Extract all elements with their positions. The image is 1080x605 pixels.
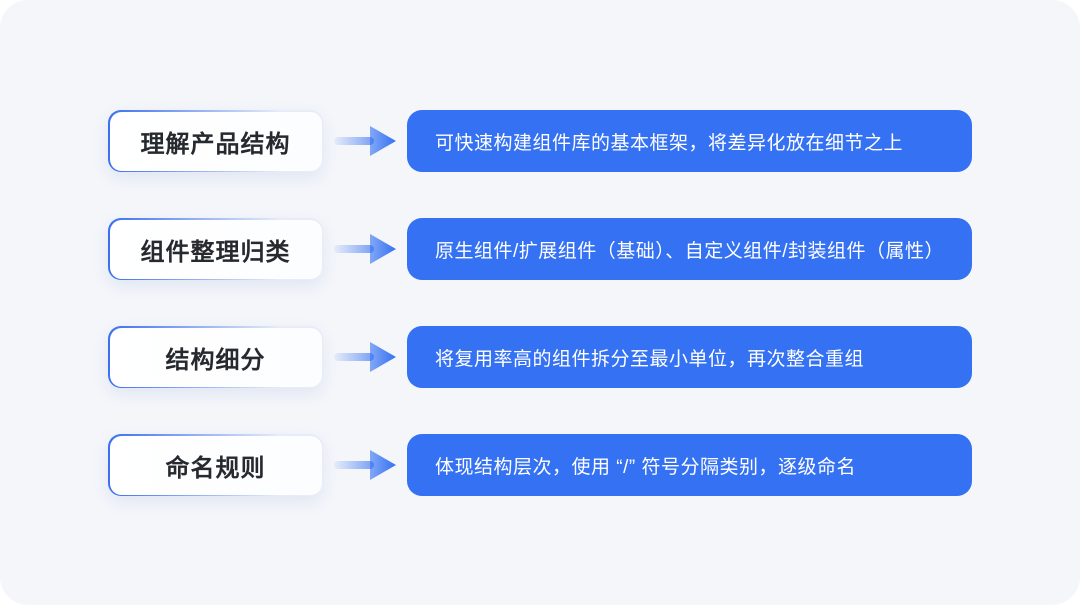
diagram-row-4: 命名规则 体现结构层次，使用 “/” 符号分隔类别，逐级命名 [0,434,1080,496]
description-text: 将复用率高的组件拆分至最小单位，再次整合重组 [435,348,865,370]
description-text: 可快速构建组件库的基本框架，将差异化放在细节之上 [435,132,904,154]
step-pill-inner: 理解产品结构 [109,111,322,171]
arrow-wrap [323,110,407,172]
diagram-row-3: 结构细分 将复用率高的组件拆分至最小单位，再次整合重组 [0,326,1080,388]
step-pill-1: 理解产品结构 [108,110,323,172]
diagram-row-2: 组件整理归类 原生组件/扩展组件（基础）、自定义组件/封装组件（属性） [0,218,1080,280]
arrow-right-icon [334,234,396,264]
arrow-right-icon [334,126,396,156]
description-box: 原生组件/扩展组件（基础）、自定义组件/封装组件（属性） [407,218,973,280]
arrow-wrap [323,326,407,388]
step-pill-inner: 命名规则 [109,435,322,495]
arrow-wrap [323,218,407,280]
step-pill-3: 结构细分 [108,326,323,388]
step-label: 结构细分 [165,346,266,374]
description-text: 原生组件/扩展组件（基础）、自定义组件/封装组件（属性） [435,240,945,262]
arrow-right-icon [334,450,396,480]
step-pill-2: 组件整理归类 [108,218,323,280]
arrow-wrap [323,434,407,496]
description-box: 体现结构层次，使用 “/” 符号分隔类别，逐级命名 [407,434,972,496]
step-pill-4: 命名规则 [108,434,323,496]
step-label: 命名规则 [165,454,266,482]
description-text: 体现结构层次，使用 “/” 符号分隔类别，逐级命名 [435,456,856,478]
diagram-row-1: 理解产品结构 可快速构建组件库的基本框架，将差异化放在细节之上 [0,110,1080,172]
step-pill-inner: 结构细分 [109,327,322,387]
arrow-right-icon [334,342,396,372]
description-box: 将复用率高的组件拆分至最小单位，再次整合重组 [407,326,972,388]
description-box: 可快速构建组件库的基本框架，将差异化放在细节之上 [407,110,972,172]
step-label: 组件整理归类 [140,238,291,266]
step-pill-inner: 组件整理归类 [109,219,322,279]
step-label: 理解产品结构 [140,130,291,158]
